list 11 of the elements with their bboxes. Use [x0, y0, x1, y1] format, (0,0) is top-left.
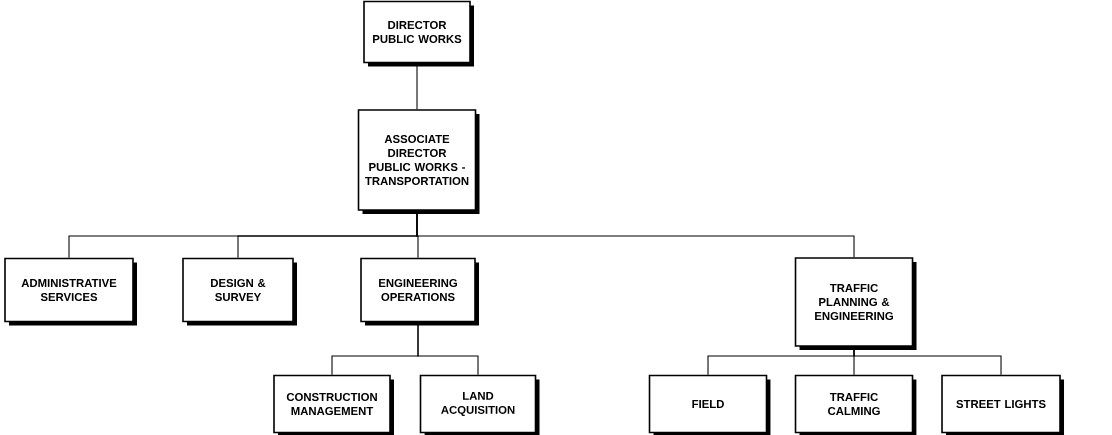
org-box: ADMINISTRATIVE SERVICES — [4, 257, 137, 326]
org-box: DIRECTOR PUBLIC WORKS — [363, 0, 474, 67]
org-box: DESIGN & SURVEY — [182, 257, 297, 326]
org-box: ENGINEERING OPERATIONS — [360, 257, 479, 326]
org-box: FIELD — [648, 374, 771, 435]
org-box: CONSTRUCTION MANAGEMENT — [273, 374, 394, 435]
org-box: LAND ACQUISITION — [419, 374, 540, 435]
org-box: STREET LIGHTS — [941, 374, 1064, 435]
org-box: TRAFFIC CALMING — [794, 374, 917, 435]
org-box: TRAFFIC PLANNING & ENGINEERING — [794, 257, 917, 350]
org-box: ASSOCIATE DIRECTOR PUBLIC WORKS - TRANSPORTATION — [357, 109, 480, 214]
